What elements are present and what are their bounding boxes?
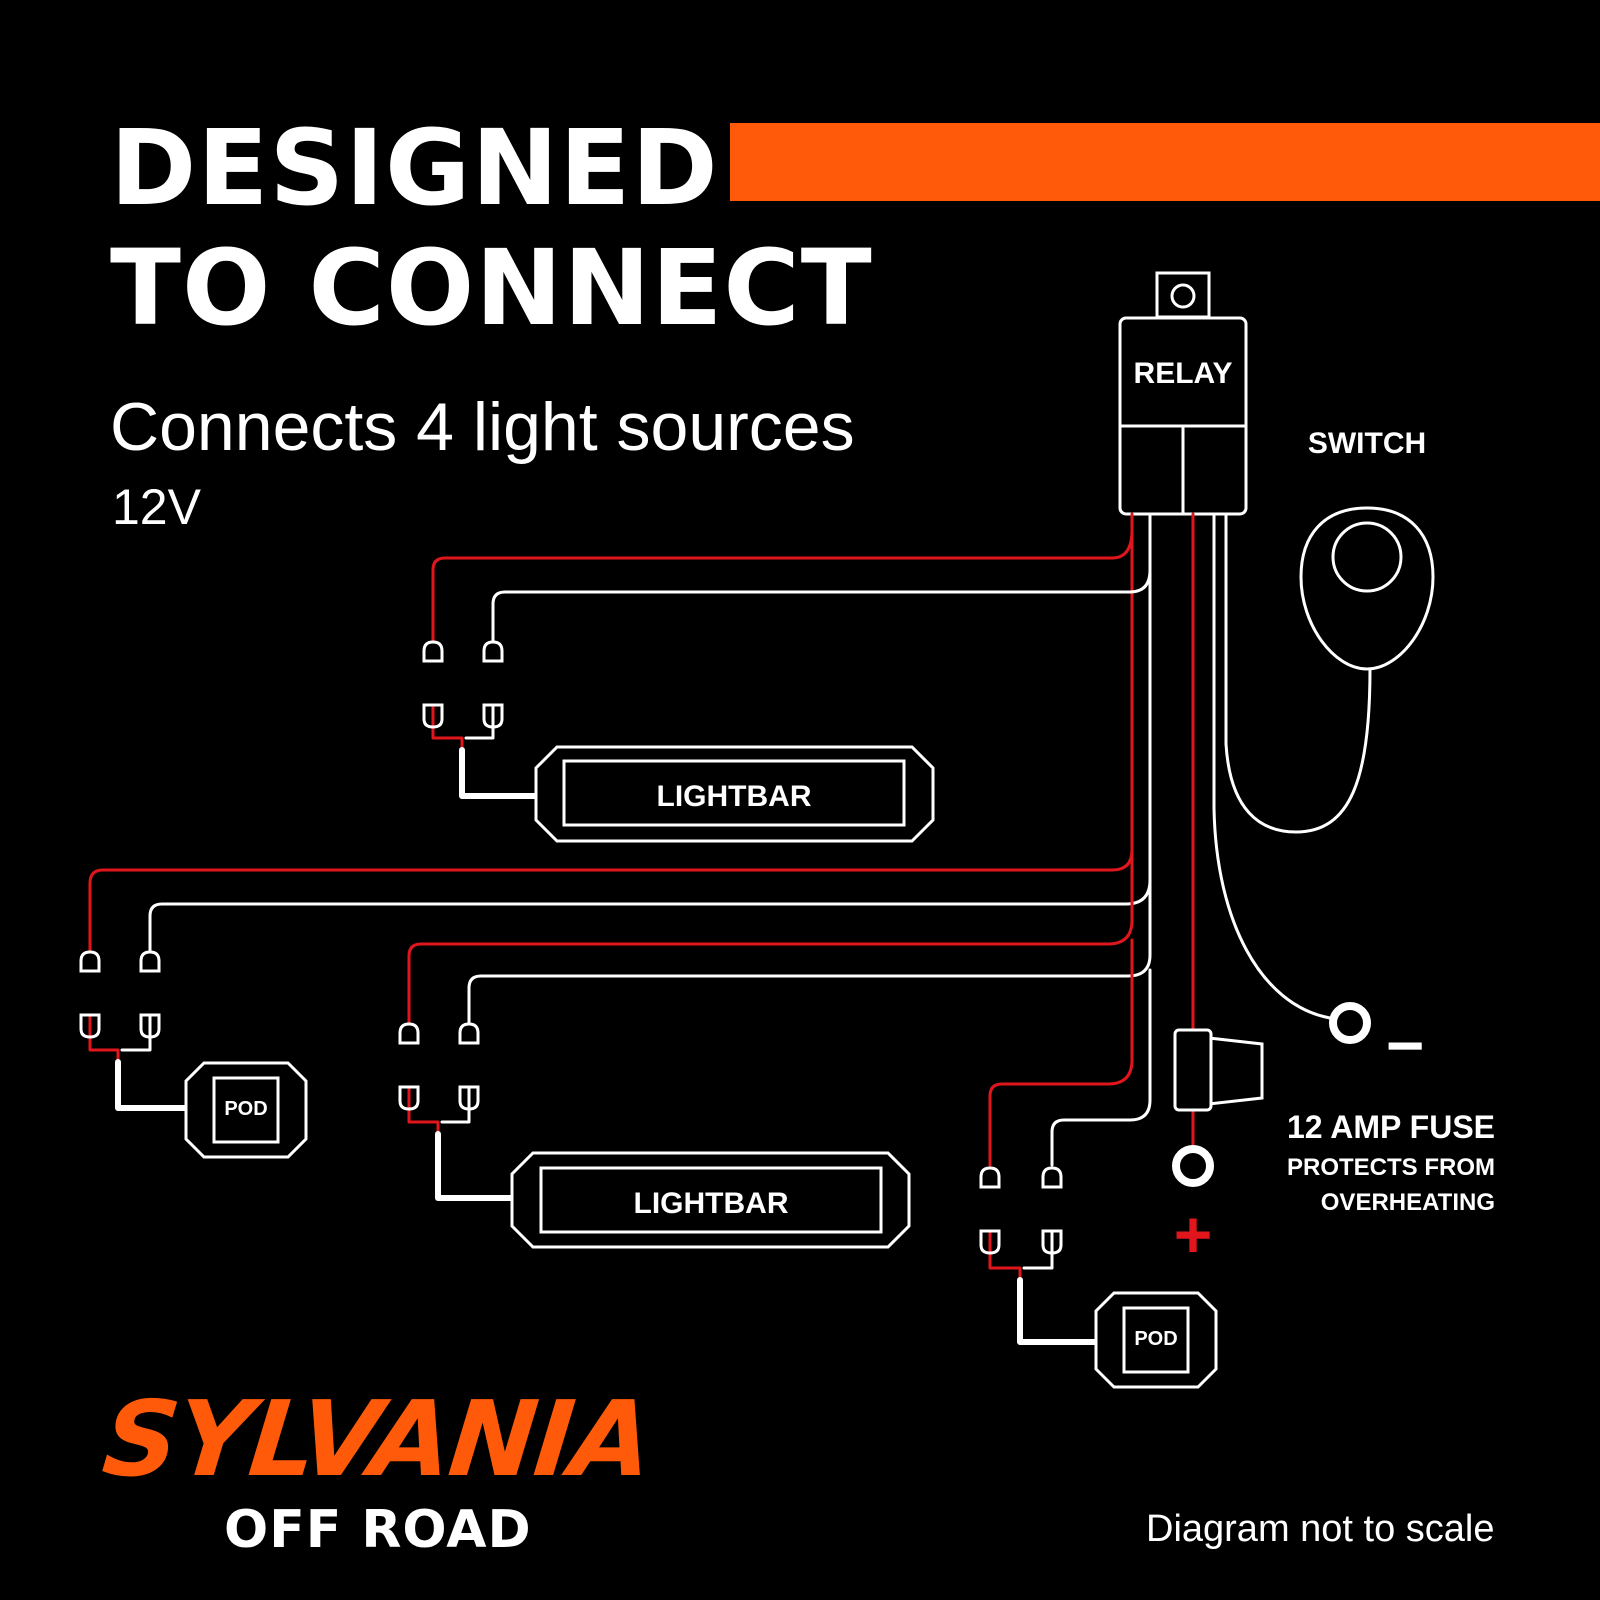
pod-2: POD xyxy=(1094,1291,1218,1389)
relay-tab xyxy=(1155,271,1211,319)
title-line-1: DESIGNED xyxy=(110,107,719,229)
accent-bar xyxy=(730,123,1600,201)
scale-note: Diagram not to scale xyxy=(1146,1508,1495,1550)
connector-pair-lightbar-2 xyxy=(398,1022,480,1111)
pod-2-label: POD xyxy=(1134,1328,1177,1350)
switch-button xyxy=(1331,521,1403,593)
positive-terminal: + xyxy=(1172,1145,1214,1271)
pod-1-label: POD xyxy=(224,1098,267,1120)
voltage-label: 12V xyxy=(112,479,201,535)
brand-logo: SYLVANIA xyxy=(97,1378,657,1500)
relay-mount-hole xyxy=(1170,283,1196,309)
lightbar-1: LIGHTBAR xyxy=(534,745,935,843)
fuse-desc-line-1: PROTECTS FROM xyxy=(1287,1154,1495,1181)
relay: RELAY xyxy=(1118,271,1248,516)
fuse-title: 12 AMP FUSE xyxy=(1287,1109,1495,1145)
connector-pair-lightbar-1 xyxy=(422,640,504,729)
brand-sub: OFF ROAD xyxy=(224,1500,532,1560)
fuse-holder: 12 AMP FUSE PROTECTS FROM OVERHEATING xyxy=(1173,1028,1495,1216)
lightbar-1-label: LIGHTBAR xyxy=(657,780,812,813)
subtitle: Connects 4 light sources xyxy=(110,389,855,465)
lightbar-2-label: LIGHTBAR xyxy=(634,1187,789,1220)
positive-symbol: + xyxy=(1174,1197,1213,1271)
connector-pair-pod-2 xyxy=(979,1166,1063,1255)
switch-label: SWITCH xyxy=(1308,427,1426,460)
negative-terminal: − xyxy=(1329,1002,1425,1082)
title-line-2: TO CONNECT xyxy=(110,227,873,349)
relay-label: RELAY xyxy=(1134,357,1233,390)
switch-body xyxy=(1299,506,1435,671)
lightbar-2: LIGHTBAR xyxy=(510,1151,911,1249)
connector-pair-pod-1 xyxy=(79,950,161,1039)
pod-1: POD xyxy=(184,1061,308,1159)
page-title: DESIGNED TO CONNECT xyxy=(110,108,873,348)
negative-symbol: − xyxy=(1386,1008,1425,1082)
fuse-desc-line-2: OVERHEATING xyxy=(1321,1189,1495,1216)
switch: SWITCH xyxy=(1299,427,1435,671)
